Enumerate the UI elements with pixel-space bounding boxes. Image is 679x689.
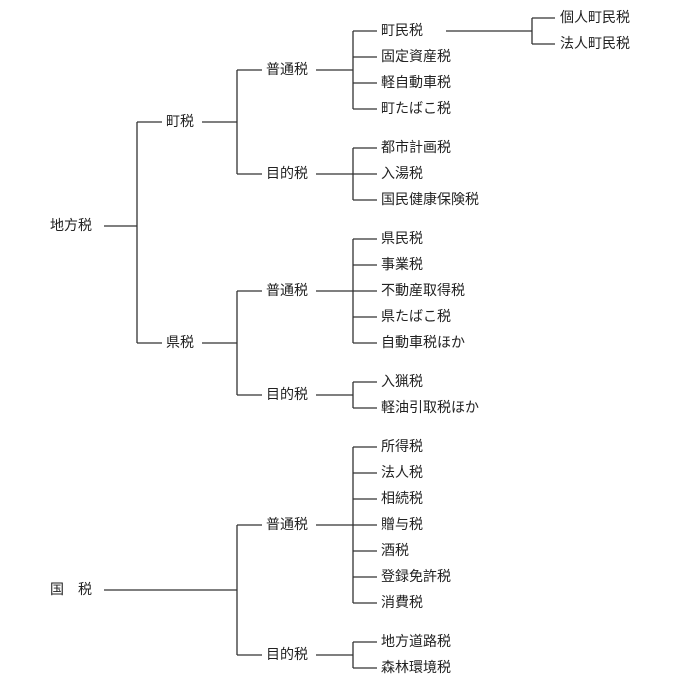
tax-item: 入湯税 [381, 166, 423, 182]
tax-item: 登録免許税 [381, 569, 451, 585]
tax-item: 酒税 [381, 543, 409, 559]
tax-item: 都市計画税 [381, 140, 451, 156]
tax-item: 相続税 [381, 491, 423, 507]
tax-item: 事業税 [381, 257, 423, 273]
tax-item: 町たばこ税 [381, 101, 451, 117]
tax-item: 町民税 [381, 23, 423, 39]
tax-item: 贈与税 [381, 517, 423, 533]
node-ken-zei: 県税 [166, 335, 194, 351]
node-ken-futsu: 普通税 [266, 283, 308, 299]
tax-item: 軽自動車税 [381, 75, 451, 91]
tax-item: 法人税 [381, 465, 423, 481]
node-koku-zei: 国 税 [50, 582, 92, 598]
tax-item: 固定資産税 [381, 49, 451, 65]
node-koku-futsu: 普通税 [266, 517, 308, 533]
tax-item: 県民税 [381, 231, 423, 247]
node-cho-zei: 町税 [166, 114, 194, 130]
tax-item: 消費税 [381, 595, 423, 611]
tax-item: 入猟税 [381, 374, 423, 390]
tax-item: 自動車税ほか [381, 335, 465, 351]
node-cho-mokuteki: 目的税 [266, 166, 308, 182]
tax-item: 地方道路税 [381, 634, 451, 650]
tax-item: 法人町民税 [560, 36, 630, 52]
tax-item: 個人町民税 [560, 10, 630, 26]
node-chiho-zei: 地方税 [50, 218, 92, 234]
tax-item: 森林環境税 [381, 660, 451, 676]
tax-item: 国民健康保険税 [381, 192, 479, 208]
node-ken-mokuteki: 目的税 [266, 387, 308, 403]
node-koku-mokuteki: 目的税 [266, 647, 308, 663]
tax-item: 軽油引取税ほか [381, 400, 479, 416]
tax-item: 県たばこ税 [381, 309, 451, 325]
tax-item: 不動産取得税 [381, 283, 465, 299]
tax-item: 所得税 [381, 439, 423, 455]
node-cho-futsu: 普通税 [266, 62, 308, 78]
